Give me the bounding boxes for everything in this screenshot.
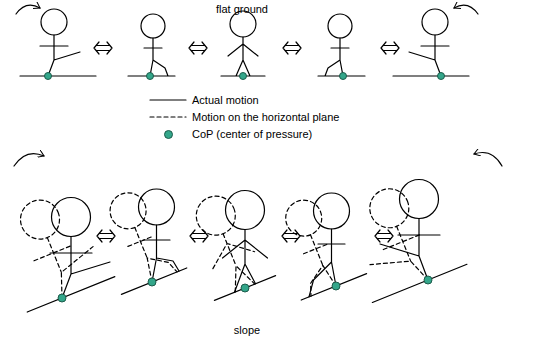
stick-figure xyxy=(50,198,110,299)
row-caption: flat ground xyxy=(216,2,268,16)
stick-figure xyxy=(221,11,265,76)
rotation-arrow xyxy=(474,153,502,167)
stick-figure xyxy=(128,14,175,76)
cop-dot xyxy=(45,73,52,80)
double-arrow xyxy=(282,230,300,242)
double-arrow xyxy=(381,42,399,54)
legend-dashed-line xyxy=(150,116,186,117)
double-arrow xyxy=(97,230,115,242)
row-caption: slope xyxy=(234,323,260,337)
stick-figure xyxy=(309,193,350,297)
stick-figure xyxy=(139,189,180,282)
slope-figure-dashed xyxy=(87,182,187,295)
slope-figure-dashed xyxy=(335,171,467,302)
legend-text: Motion on the horizontal plane xyxy=(192,110,339,124)
double-arrow xyxy=(94,42,112,54)
legend-solid-line xyxy=(150,99,186,100)
double-arrow xyxy=(190,230,208,242)
legend-swatch xyxy=(164,130,173,139)
rotation-arrow xyxy=(14,154,44,166)
cop-dot xyxy=(148,278,156,286)
double-arrow xyxy=(283,42,301,54)
stick-figure xyxy=(393,9,469,76)
slope-figure-dashed xyxy=(178,185,276,300)
double-arrow xyxy=(375,230,393,242)
cop-dot xyxy=(424,276,432,284)
legend-text: Actual motion xyxy=(192,93,259,107)
legend-text: CoP (center of pressure) xyxy=(192,127,312,141)
slope-figure-dashed xyxy=(0,183,115,312)
cop-dot xyxy=(241,284,249,292)
cop-dot xyxy=(340,73,347,80)
stick-figure xyxy=(20,9,96,76)
cop-dot xyxy=(240,73,247,80)
rotation-arrow xyxy=(454,5,478,14)
cop-dot xyxy=(332,282,340,290)
cop-dot xyxy=(58,294,66,302)
stick-figure xyxy=(223,191,268,293)
rotation-arrow xyxy=(16,5,40,14)
slope-figure-dashed xyxy=(266,187,366,300)
stick-figure xyxy=(380,180,440,281)
stick-figure xyxy=(318,14,365,76)
cop-dot xyxy=(147,73,154,80)
cop-dot xyxy=(438,73,445,80)
double-arrow xyxy=(189,42,207,54)
